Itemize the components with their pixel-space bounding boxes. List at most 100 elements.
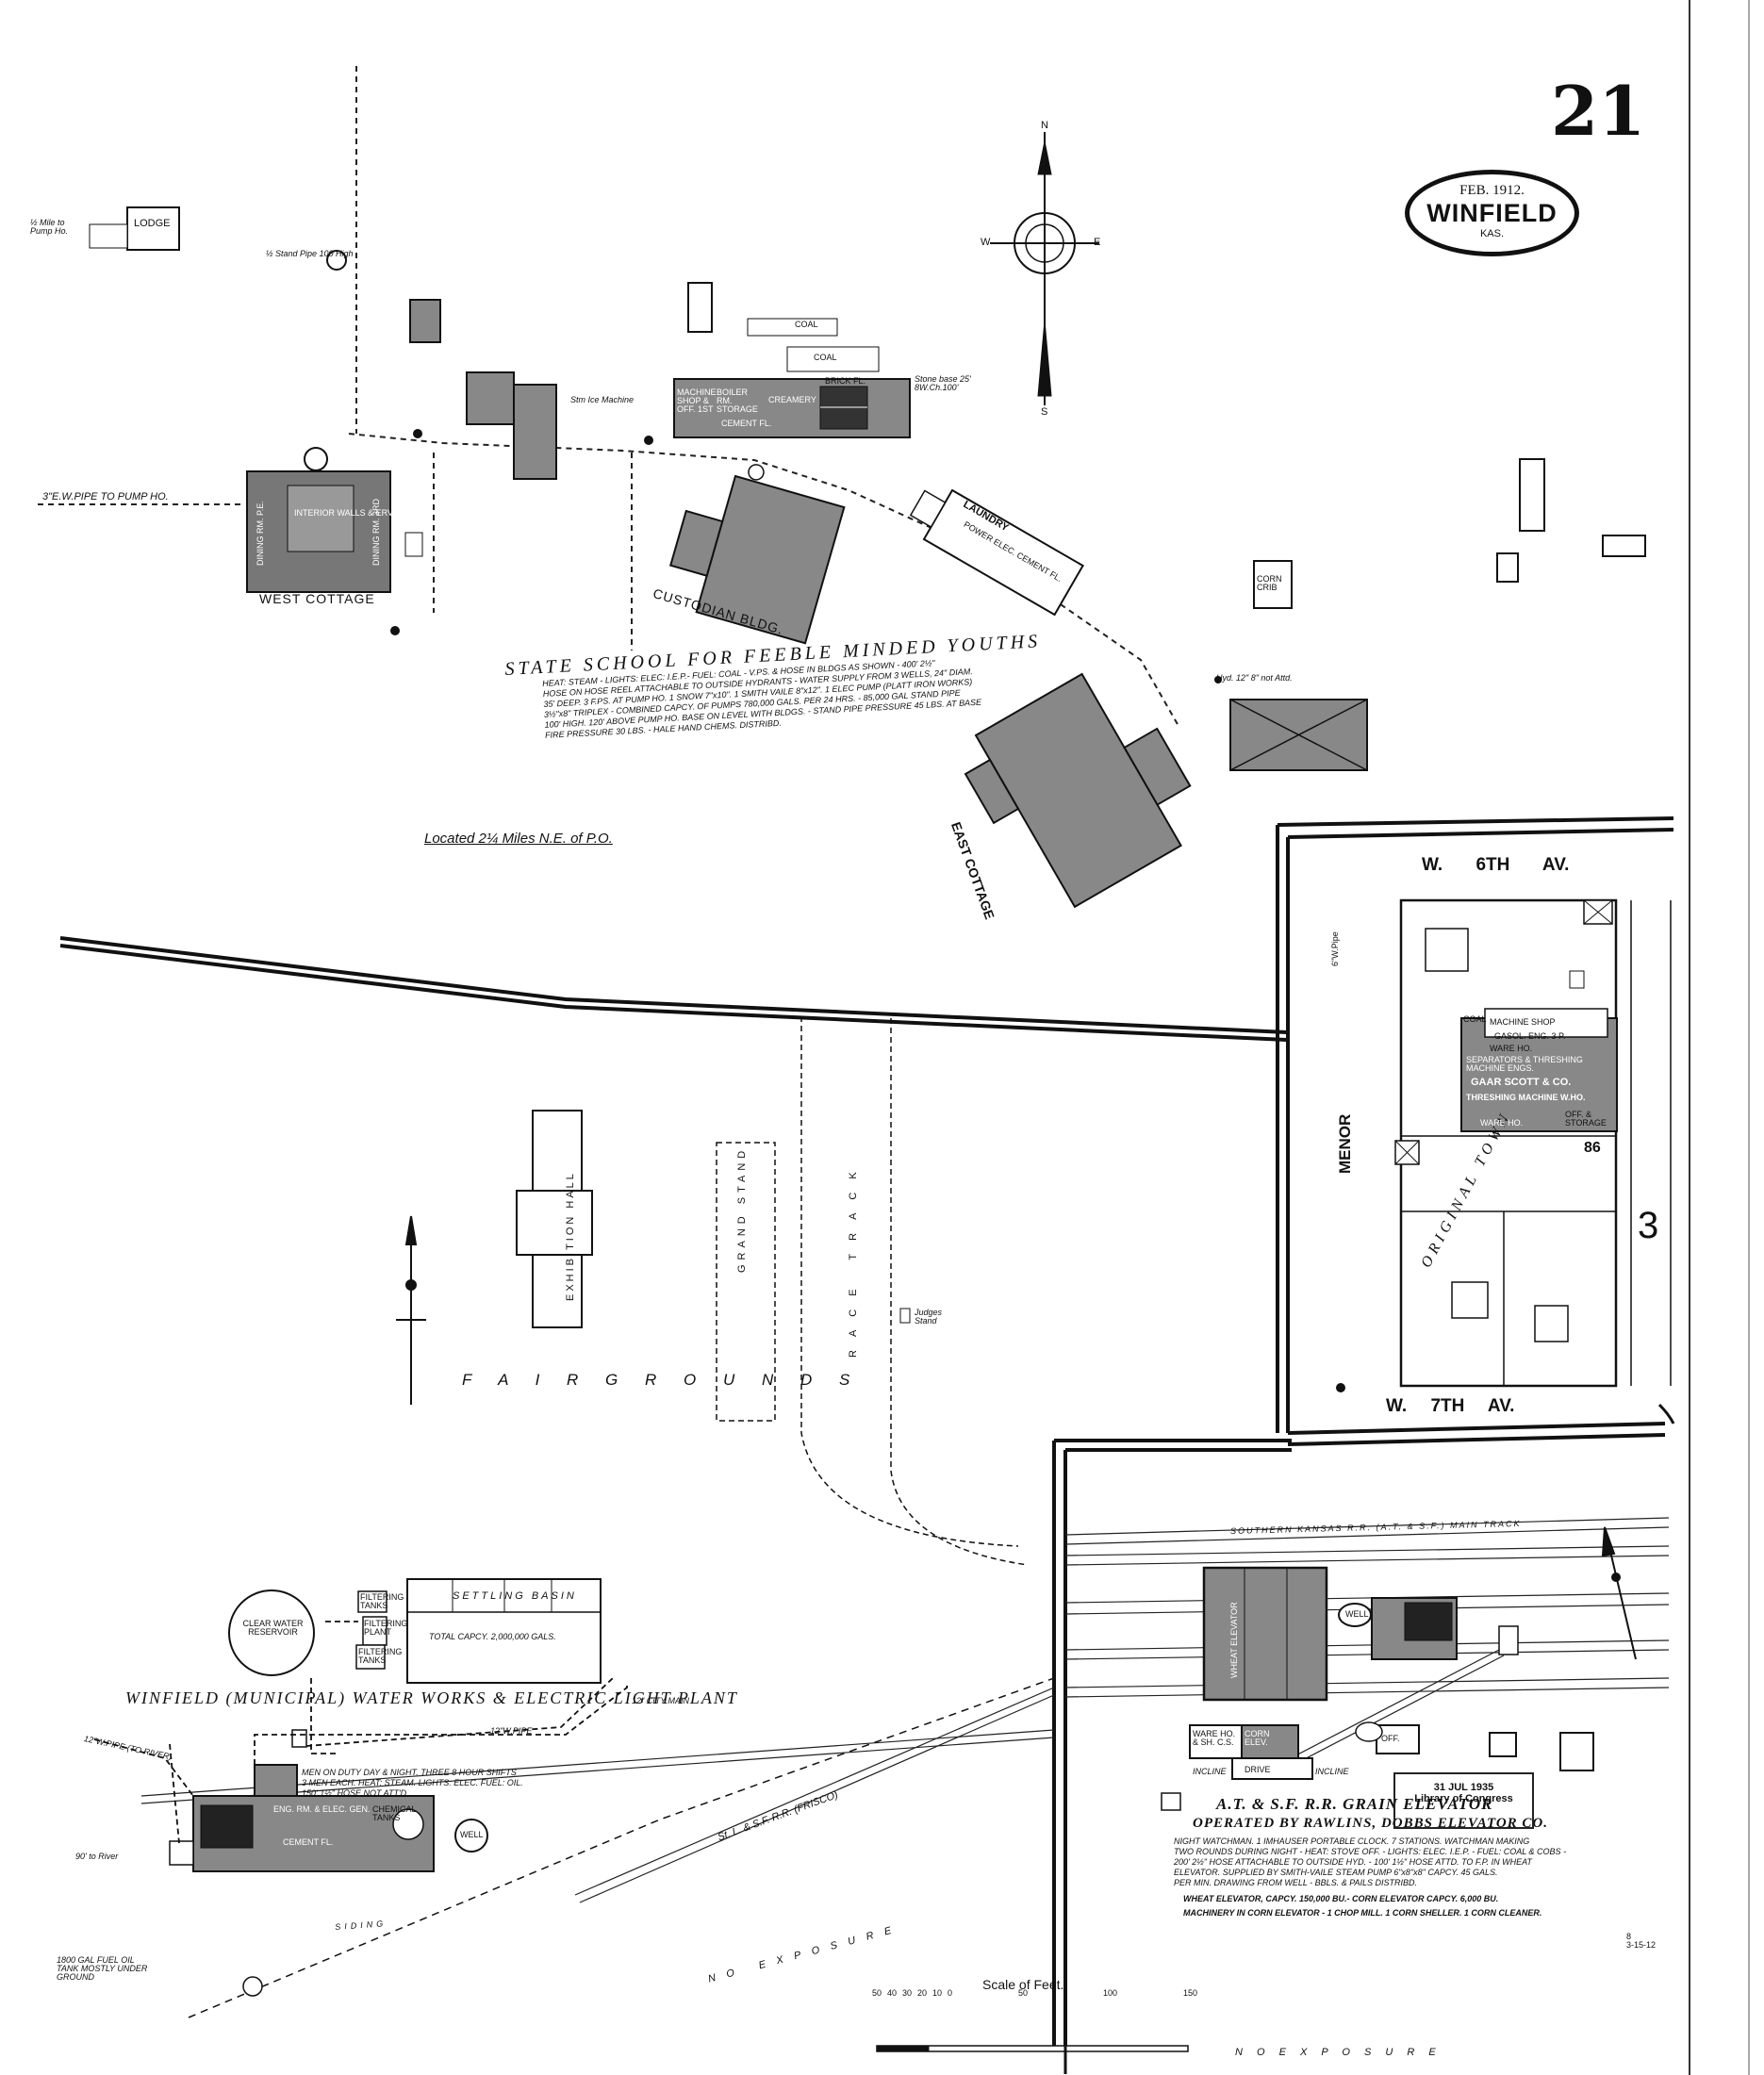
fair-grounds-label: F A I R G R O U N D S (462, 1371, 862, 1389)
scale-tick: 50 (872, 1988, 882, 1998)
ew-pipe-label: 12"W.PIPE (490, 1726, 533, 1736)
filtering-plant-label: FILTERING PLANT (364, 1619, 408, 1637)
stamp-text: 31 JUL 1935 Library of Congress (1414, 1782, 1513, 1804)
compass-west-label: W (981, 237, 991, 248)
settling-basin-label: SETTLING BASIN (453, 1590, 577, 1602)
block-threshing: THRESHING MACHINE W.HO. (1466, 1093, 1586, 1102)
grand-stand-label: GRAND STAND (736, 1145, 748, 1273)
machine-shop-label: MACHINE SHOP & OFF. 1ST (677, 387, 717, 414)
engine-room-label: ENG. RM. & ELEC. GEN. (273, 1804, 371, 1814)
exhibition-hall-label: EXHIBITION HALL (565, 1171, 576, 1301)
hydrant-dots (390, 429, 1621, 1582)
main-roads (59, 816, 1674, 2046)
coal-label-1: COAL (795, 320, 818, 329)
corn-crib-label: CORN CRIB (1257, 574, 1282, 592)
boiler-shop-building (513, 384, 557, 480)
library-stamp: 31 JUL 1935 Library of Congress (1393, 1772, 1534, 1829)
stand-pipe-label: ½ Stand Pipe 100 High (266, 249, 354, 258)
corn-crib-building (1253, 560, 1293, 609)
barn-building (1229, 699, 1368, 771)
sheet-state: KAS. (1479, 228, 1505, 239)
judges-stand-label: Judges Stand (915, 1308, 943, 1326)
outbuilding-4 (1496, 552, 1519, 583)
curve-road (1657, 1403, 1675, 1425)
ww-well-label: WELL (460, 1830, 484, 1839)
elev-off-label: OFF. (1381, 1734, 1400, 1743)
pipe-6in-label: 6"W.Pipe (1330, 931, 1340, 966)
block-gaar-scott: GAAR SCOTT & CO. (1471, 1077, 1572, 1088)
boiler-room-label: BOILER RM. STORAGE (717, 387, 758, 414)
incline-2-label: INCLINE (1315, 1767, 1349, 1776)
scale-tick: 30 (902, 1988, 913, 1998)
scale-title: Scale of Feet. (982, 1977, 1064, 1992)
reservoir-label: CLEAR WATER RESERVOIR (242, 1619, 304, 1637)
stone-base-label: Stone base 25' 8W.Ch.100' (915, 374, 971, 392)
scale-tick: 10 (932, 1988, 943, 1998)
wheat-elevator-label: WHEAT ELEVATOR (1229, 1602, 1239, 1678)
scale-tick: 40 (887, 1988, 898, 1998)
outbuilding-1 (409, 299, 441, 343)
scale-ticks: 50 40 30 20 10 0 50 100 150 (872, 1989, 1202, 2002)
outbuilding-5 (1602, 535, 1646, 557)
brick-fl-label: BRICK FL. (825, 376, 866, 386)
stand-pipe-symbol (326, 250, 347, 271)
lodge-label: LODGE (134, 218, 171, 229)
block-gasol: GASOL. ENG. 3 P. (1494, 1031, 1566, 1041)
city-main-label: 12" CITY MAIN (632, 1696, 690, 1705)
race-track-label: RACE TRACK (848, 1159, 859, 1358)
block-number-3: 3 (1638, 1205, 1659, 1246)
scale-bar (876, 2036, 1189, 2074)
block-off-storage: OFF. & STORAGE (1565, 1110, 1607, 1128)
block-86-label: 86 (1584, 1140, 1601, 1156)
lodge-annex (89, 223, 128, 249)
water-works-pipes (93, 1621, 628, 1844)
compass-rose (990, 132, 1099, 405)
scale-tick: 100 (1103, 1988, 1118, 1998)
block-coal: COAL (1463, 1014, 1487, 1024)
fairgrounds (516, 1016, 1029, 1566)
coal-label-2: COAL (814, 353, 837, 362)
grain-elevator-complex (1161, 1566, 1594, 1811)
cement-fl-label: CEMENT FL. (721, 419, 772, 428)
laundry-building (909, 488, 1084, 617)
water-works-complex (169, 1578, 602, 1997)
to-river-label: 90' to River (75, 1852, 119, 1861)
chemical-tanks-label: CHEMICAL TANKS (372, 1804, 417, 1822)
sheet-number: 21 (1551, 71, 1646, 151)
custodian-building (668, 464, 846, 645)
sheet-cartouche: FEB. 1912. WINFIELD KAS. (1405, 170, 1579, 256)
scale-tick: 150 (1183, 1988, 1198, 1998)
scale-tick: 50 (1018, 1988, 1029, 1998)
filtering-tanks-2-label: FILTERING TANKS (358, 1647, 403, 1665)
filtering-tanks-label: FILTERING TANKS (360, 1592, 404, 1610)
creamery-label: CREAMERY (768, 395, 816, 404)
interior-walls-label: INTERIOR WALLS & ERVSE (294, 508, 405, 518)
fair-north-arrow (396, 1215, 426, 1405)
scale-tick: 20 (917, 1988, 928, 1998)
school-water-pipes (38, 66, 1179, 727)
block-machine-shop: MACHINE SHOP (1490, 1017, 1556, 1027)
ice-machine-label: Stm Ice Machine (570, 395, 635, 404)
menor-label: MENOR (1336, 1113, 1354, 1174)
block-ware-ho-1: WARE HO. (1490, 1044, 1533, 1053)
outbuilding-2 (466, 371, 515, 425)
elev-well-label: WELL (1345, 1609, 1369, 1619)
drive-label: DRIVE (1245, 1765, 1271, 1774)
water-works-title: WINFIELD (MUNICIPAL) WATER WORKS & ELECT… (125, 1688, 738, 1707)
sheet-city: WINFIELD (1426, 199, 1558, 227)
location-note: Located 2¼ Miles N.E. of P.O. (424, 831, 613, 847)
elevator-operator: OPERATED BY RAWLINS, DOBBS ELEVATOR CO. (1193, 1816, 1549, 1831)
incline-1-label: INCLINE (1193, 1767, 1227, 1776)
sheet-date: FEB. 1912. (1459, 183, 1525, 198)
ww-cement-fl-label: CEMENT FL. (283, 1837, 334, 1847)
west-cottage-building (246, 447, 423, 593)
oil-tank-label: 1800 GAL FUEL OIL TANK MOSTLY UNDER GROU… (57, 1955, 148, 1982)
pump-ho-note: ½ Mile to Pump Ho. (30, 218, 69, 236)
w7th-label: W. 7TH AV. (1386, 1396, 1515, 1416)
railway-tracks (140, 1517, 1670, 1903)
block-separators: SEPARATORS & THRESHING MACHINE ENGS. (1466, 1055, 1583, 1073)
scale-tick: 0 (948, 1988, 953, 1998)
water-works-notes: MEN ON DUTY DAY & NIGHT. THREE 8 HOUR SH… (302, 1768, 523, 1798)
outbuilding-3 (1519, 458, 1545, 532)
